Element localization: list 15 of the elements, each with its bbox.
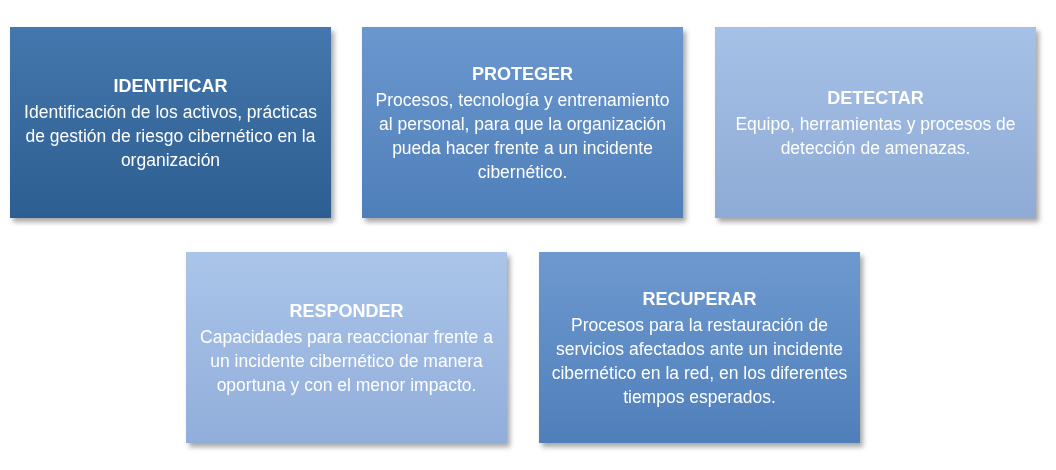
box-title: IDENTIFICAR xyxy=(113,74,228,98)
box-title: DETECTAR xyxy=(827,86,924,110)
box-title: RESPONDER xyxy=(289,299,404,323)
box-description: Equipo, herramientas y procesos de detección de amenazas. xyxy=(734,112,1017,160)
process-box xyxy=(539,252,860,443)
box-title: PROTEGER xyxy=(472,62,573,86)
process-box xyxy=(362,27,683,218)
box-title: RECUPERAR xyxy=(642,287,757,311)
box-description: Procesos para la restauración de servicios afectados ante un incidente cibernético en la red, en los diferentes tiempos esperados. xyxy=(550,313,849,409)
box-description: Identificación de los activos, prácticas de gestión de riesgo cibernético en la organización xyxy=(23,100,318,172)
box-description: Capacidades para reaccionar frente a un incidente cibernético de manera oportuna y con el menor impacto. xyxy=(199,325,494,397)
process-box xyxy=(186,252,507,443)
process-box xyxy=(715,27,1036,218)
process-box xyxy=(10,27,331,218)
box-description: Procesos, tecnología y entrenamiento al personal, para que la organización pueda hacer frente a un incidente cibernético. xyxy=(374,88,671,184)
